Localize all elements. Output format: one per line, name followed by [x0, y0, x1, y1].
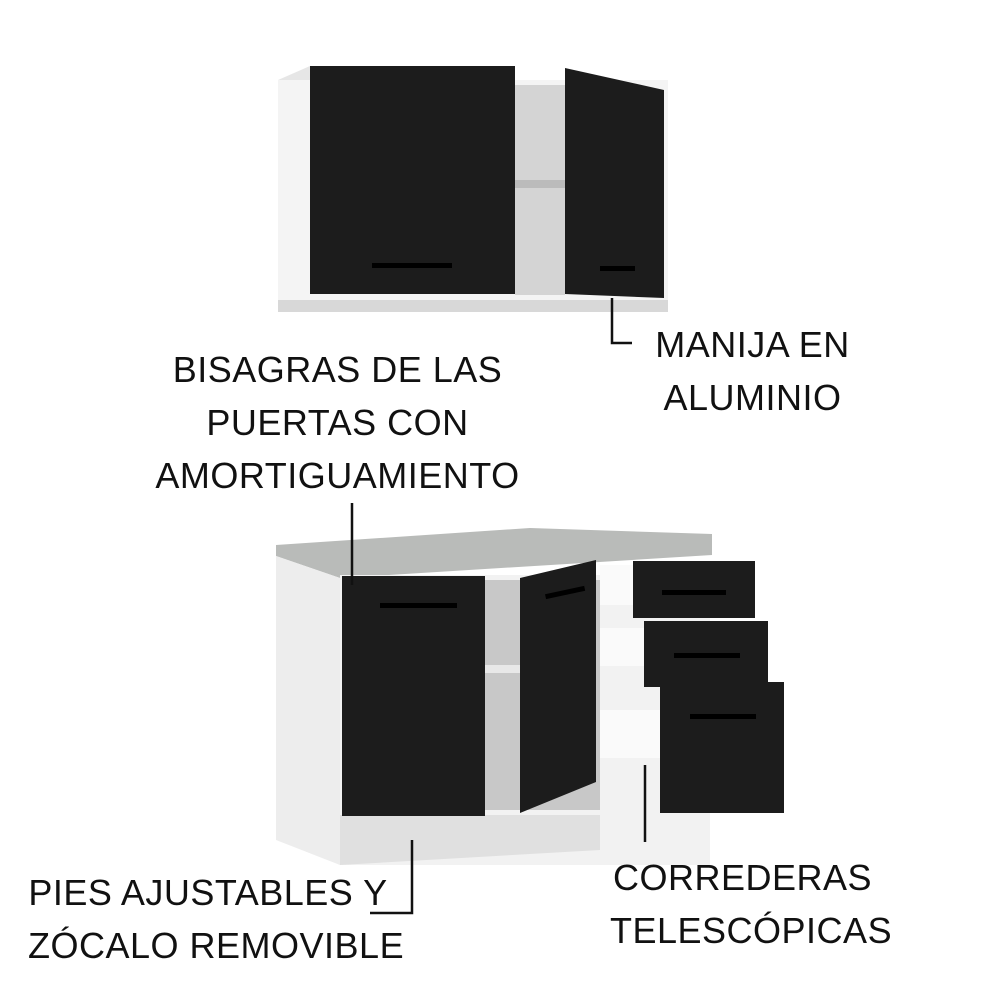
feet-callout: PIES AJUSTABLES Y ZÓCALO REMOVIBLE: [28, 866, 405, 972]
drawer-1: [633, 561, 755, 618]
hinges-callout: BISAGRAS DE LAS PUERTAS CON AMORTIGUAMIE…: [150, 343, 525, 502]
upper-cabinet: [278, 66, 668, 312]
feet-callout-line: [370, 840, 414, 915]
callout-lines: [350, 298, 647, 915]
slides-callout: CORREDERAS TELESCÓPICAS: [610, 851, 893, 957]
upper-left-door: [310, 66, 515, 294]
drawer-3: [660, 682, 784, 813]
slides-callout-line-1: CORREDERAS: [612, 857, 873, 898]
countertop: [276, 528, 712, 578]
feet-callout-line-1: PIES AJUSTABLES Y: [28, 872, 388, 913]
lower-cabinet: [276, 528, 784, 865]
lower-left-door: [342, 576, 485, 816]
handles-callout: MANIJA EN ALUMINIO: [640, 318, 865, 424]
slides-callout-line-2: TELESCÓPICAS: [610, 910, 893, 951]
handles-callout-line-1: MANIJA EN: [655, 324, 850, 365]
upper-right-door: [565, 68, 664, 298]
hinges-callout-line-2: PUERTAS CON: [206, 402, 469, 443]
lower-right-door: [520, 560, 596, 813]
hinges-callout-line-3: AMORTIGUAMIENTO: [155, 455, 520, 496]
feet-callout-line-2: ZÓCALO REMOVIBLE: [28, 925, 405, 966]
handles-callout-line: [610, 298, 632, 345]
handles-callout-line-2: ALUMINIO: [663, 377, 842, 418]
hinges-callout-line-1: BISAGRAS DE LAS: [172, 349, 503, 390]
